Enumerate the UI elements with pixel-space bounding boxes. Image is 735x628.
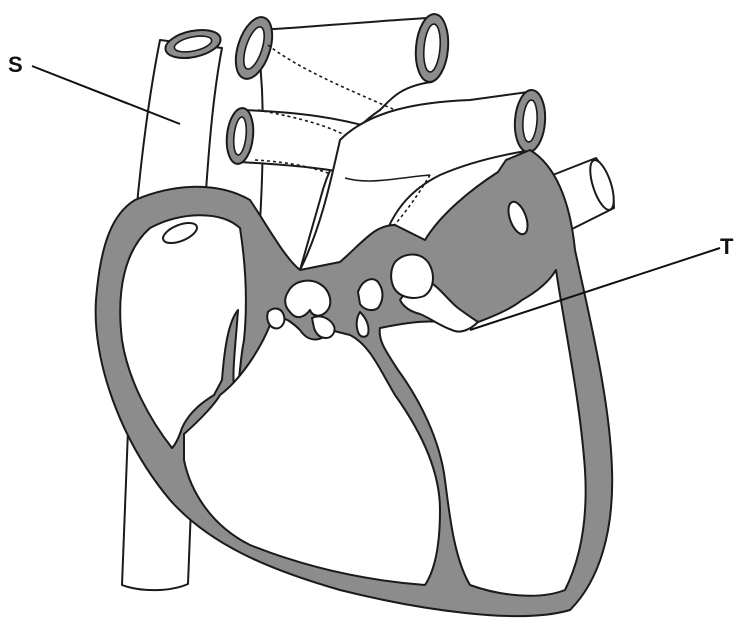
label-s: S xyxy=(8,52,23,77)
heart-valves xyxy=(266,278,384,339)
vessel-openings xyxy=(162,200,529,245)
label-t-group: T xyxy=(469,234,734,331)
label-t-leader xyxy=(469,247,721,331)
label-s-group: S xyxy=(8,52,181,125)
label-s-leader xyxy=(31,65,181,125)
left-chambers xyxy=(378,253,587,597)
label-t: T xyxy=(720,234,734,259)
right-chambers xyxy=(119,214,441,586)
